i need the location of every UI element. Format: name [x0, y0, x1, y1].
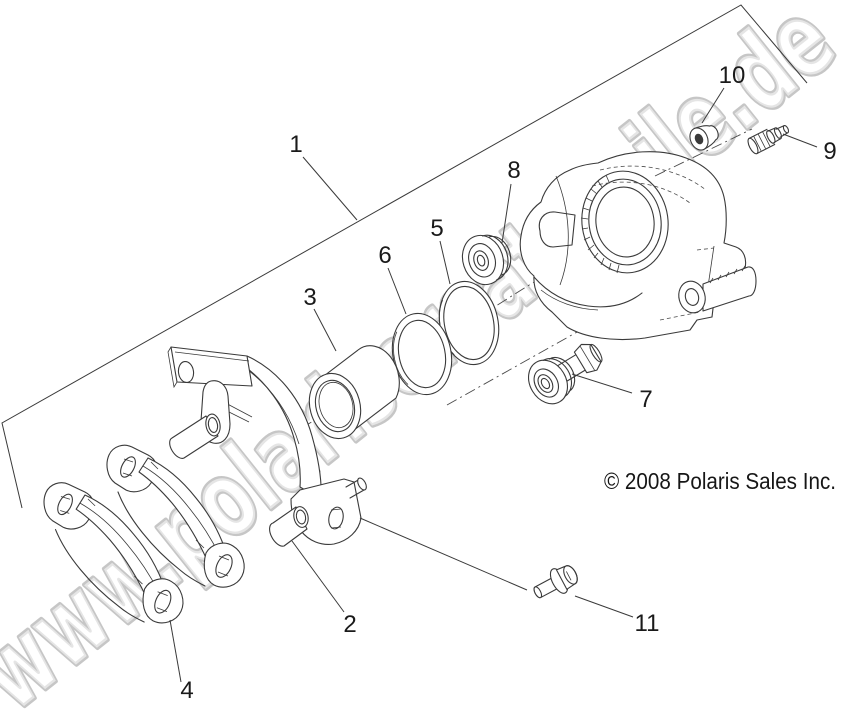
part-slide-pin [527, 343, 603, 405]
caliper-bore-rim [581, 170, 669, 274]
bracket-flange-hole [177, 360, 195, 384]
part-piston-boot [461, 234, 512, 286]
callout-label-2: 2 [343, 611, 356, 638]
caliper-ear-tab [538, 211, 576, 248]
part-mounting-bracket [167, 346, 367, 547]
callout-label-6: 6 [378, 242, 391, 269]
part-piston [308, 345, 400, 440]
leader-line-3 [313, 308, 337, 352]
leader-line-8 [501, 183, 512, 244]
assembly-bracket-line [1, 4, 808, 509]
leader-line-10 [701, 87, 725, 124]
leader-line-5 [439, 240, 451, 285]
part-flange-bolt [533, 565, 578, 599]
callout-label-1: 1 [289, 131, 302, 158]
leader-line-2 [291, 540, 345, 613]
callout-label-5: 5 [430, 215, 443, 242]
cap-hole [694, 133, 704, 145]
caliper-boss-hole [684, 288, 700, 306]
leader-line-6 [387, 267, 407, 315]
leader-line-11 [359, 517, 634, 618]
callout-label-4: 4 [180, 677, 193, 704]
part-caliper-body [519, 151, 757, 341]
leader-lines [169, 87, 818, 683]
part-piston-oring [391, 312, 453, 396]
leader-line-1 [302, 156, 358, 221]
bleeder-axis-line [654, 128, 753, 177]
bracket-top-flange [170, 346, 253, 387]
callout-label-10: 10 [719, 62, 746, 89]
callout-label-3: 3 [303, 284, 316, 311]
caliper-bore [595, 186, 655, 258]
copyright-text: © 2008 Polaris Sales Inc. [604, 468, 836, 494]
callout-label-7: 7 [639, 386, 652, 413]
caliper-mounting-boss [678, 265, 757, 314]
callout-labels: 1 2 3 4 5 6 7 8 9 10 11 [180, 62, 836, 704]
leader-line-9 [782, 133, 818, 148]
bracket-upper-pin [169, 413, 221, 459]
part-bleeder-cap [689, 125, 719, 151]
callout-label-9: 9 [823, 138, 836, 165]
bracket-lower-pin [269, 506, 309, 547]
leader-line-7 [571, 373, 633, 394]
part-bleeder-screw [747, 124, 790, 155]
callout-label-8: 8 [507, 157, 520, 184]
callout-label-11: 11 [635, 610, 660, 637]
bracket-bottom-hole [328, 506, 344, 530]
leader-line-4 [169, 619, 182, 683]
